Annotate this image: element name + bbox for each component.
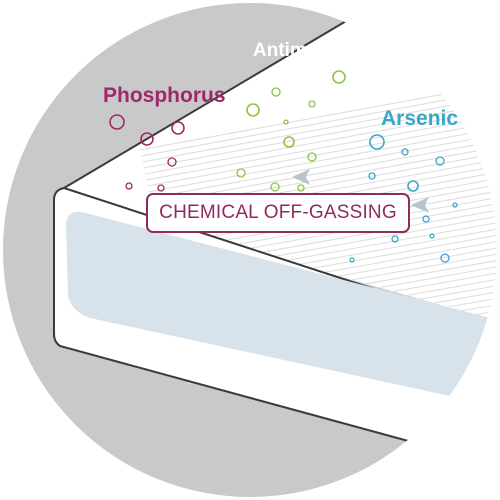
phosphorus-bubble xyxy=(157,184,165,192)
antimony-bubble xyxy=(283,136,295,148)
surface-stripe xyxy=(144,104,498,175)
antimony-bubble xyxy=(236,168,246,178)
mattress-top-edge xyxy=(63,2,498,189)
antimony-bubble xyxy=(332,70,346,84)
arsenic-bubble xyxy=(401,148,409,156)
phosphorus-bubble xyxy=(109,114,125,130)
chemical-off-gassing-banner: CHEMICAL OFF-GASSING xyxy=(146,193,410,233)
surface-stripe xyxy=(148,123,498,193)
arsenic-bubble xyxy=(440,253,450,263)
antimony-bubble xyxy=(271,87,281,97)
arsenic-bubble xyxy=(422,215,430,223)
gas-bubbles xyxy=(109,70,458,263)
gas-arrow-icon xyxy=(292,169,310,185)
arsenic-label: Arsenic xyxy=(381,107,459,130)
antimony-bubble xyxy=(297,184,305,192)
antimony-bubble xyxy=(246,103,260,117)
phosphorus-bubble xyxy=(140,132,154,146)
arsenic-bubble xyxy=(349,257,355,263)
arsenic-bubble xyxy=(369,134,385,150)
surface-stripe xyxy=(147,117,498,187)
arsenic-bubble xyxy=(391,235,399,243)
mattress-side-panel xyxy=(66,211,490,402)
phosphorus-label: Phosphorus xyxy=(103,84,226,107)
antimony-bubble xyxy=(270,182,280,192)
surface-stripe xyxy=(145,111,498,181)
gas-arrow-icon xyxy=(470,120,488,136)
antimony-bubble xyxy=(307,152,317,162)
antimony-bubble xyxy=(283,119,289,125)
antimony-label: Antimony xyxy=(253,40,341,61)
arsenic-bubble xyxy=(368,172,376,180)
arsenic-bubble xyxy=(435,156,445,166)
antimony-bubble xyxy=(308,100,316,108)
arsenic-bubble xyxy=(407,180,419,192)
phosphorus-bubble xyxy=(125,182,133,190)
phosphorus-bubble xyxy=(167,157,177,167)
arsenic-bubble xyxy=(429,233,435,239)
surface-stripe xyxy=(150,136,498,205)
phosphorus-bubble xyxy=(171,121,185,135)
gas-arrow-icon xyxy=(411,197,429,213)
arsenic-bubble xyxy=(452,202,458,208)
banner-text: CHEMICAL OFF-GASSING xyxy=(159,202,397,223)
surface-stripe xyxy=(149,129,498,199)
